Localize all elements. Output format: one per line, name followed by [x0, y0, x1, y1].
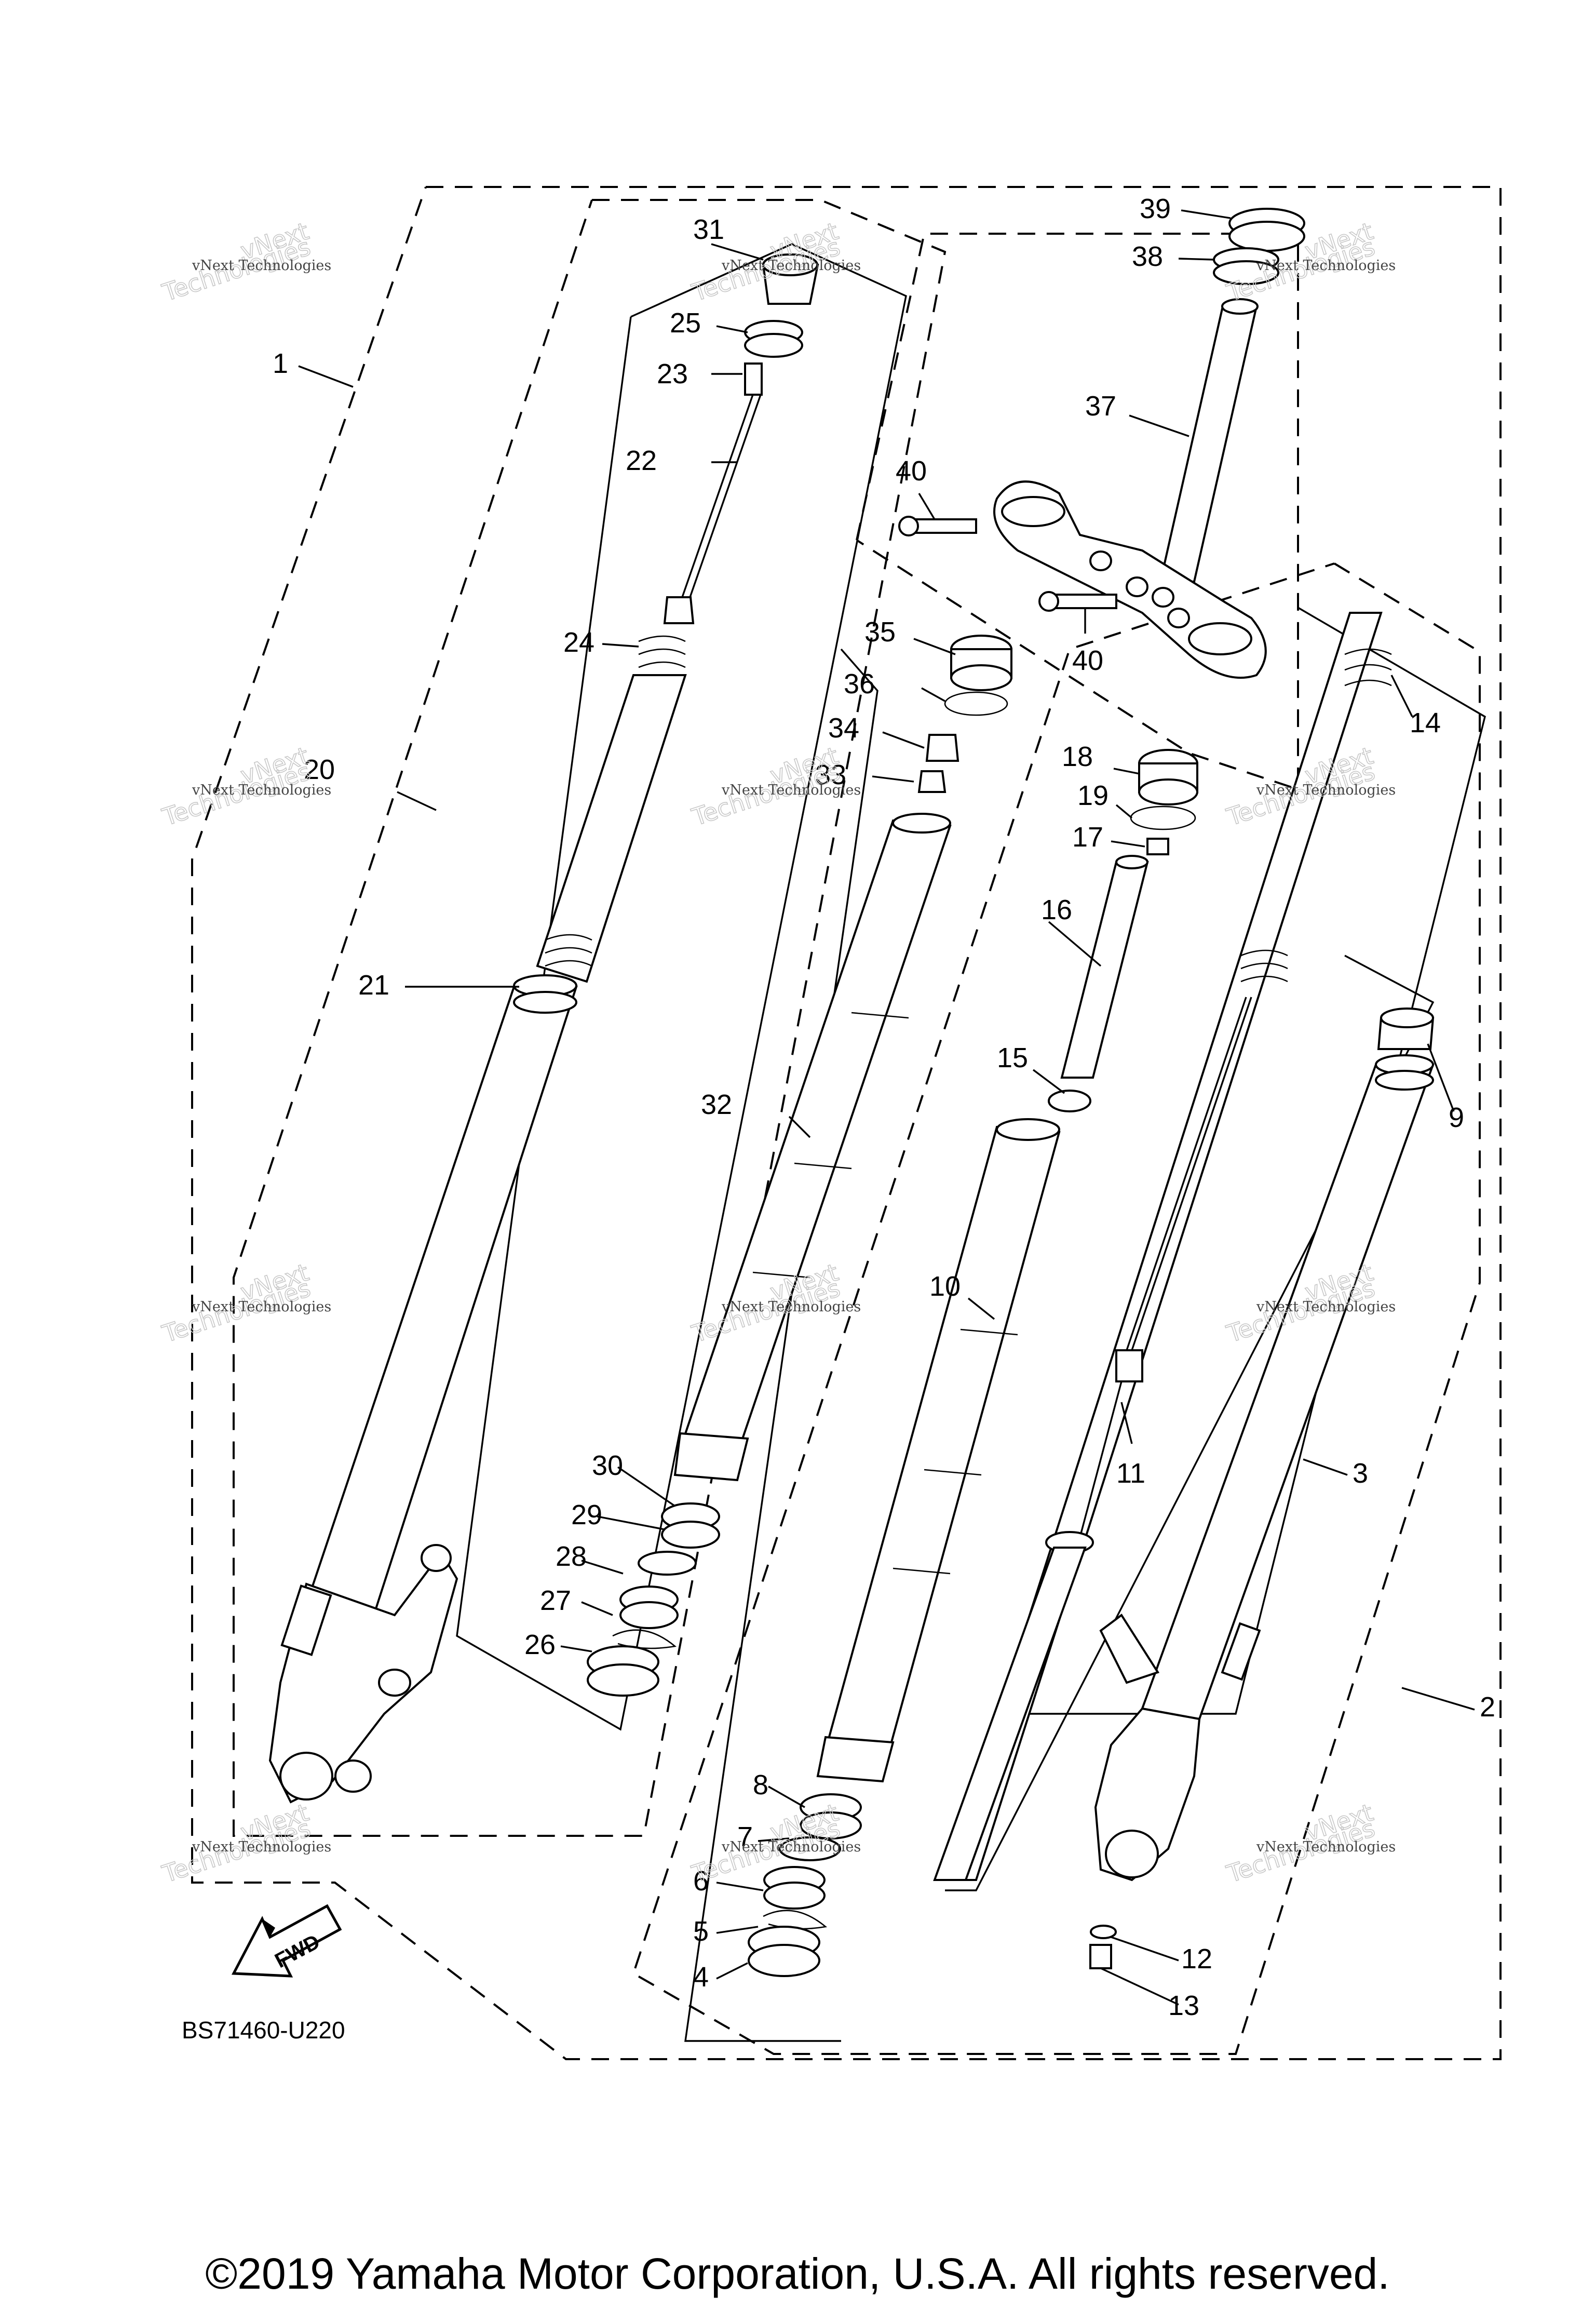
callout-21: 21: [358, 970, 389, 1001]
callout-30: 30: [592, 1450, 623, 1481]
callout-8: 8: [753, 1769, 768, 1801]
watermark-4: vNext Technologies vNext Technologies: [158, 741, 331, 832]
callout-15: 15: [997, 1042, 1028, 1073]
callout-12: 12: [1181, 1943, 1212, 1974]
callout-2: 2: [1480, 1691, 1495, 1723]
right-damper-rod: [933, 612, 1392, 1881]
callout-18: 18: [1062, 741, 1093, 772]
leader-lines: [298, 209, 1475, 2006]
fwd-arrow-icon: FWD: [231, 1904, 342, 1978]
callout-25: 25: [670, 307, 701, 339]
callout-31: 31: [693, 214, 724, 245]
svg-text:vNext Technologies: vNext Technologies: [192, 258, 331, 274]
left-inner-tube: [673, 813, 952, 1482]
callout-36: 36: [844, 668, 875, 700]
callout-28: 28: [556, 1541, 587, 1572]
steering-stem: [1159, 208, 1305, 583]
callout-5: 5: [693, 1916, 709, 1947]
callout-24: 24: [563, 627, 594, 658]
svg-text:vNext Technologies: vNext Technologies: [1256, 258, 1396, 274]
callout-27: 27: [540, 1585, 571, 1616]
left-fork-cap: [744, 253, 819, 358]
svg-text:vNext Technologies: vNext Technologies: [721, 258, 861, 274]
right-cap-and-cartridge: [1048, 749, 1198, 1112]
svg-text:vNext Technologies: vNext Technologies: [721, 782, 861, 798]
callout-40a: 40: [896, 455, 927, 487]
callout-3: 3: [1353, 1458, 1368, 1489]
assembly-boundaries: [191, 186, 1502, 2060]
callout-9: 9: [1449, 1102, 1464, 1133]
callout-33: 33: [815, 759, 846, 790]
svg-text:vNext Technologies: vNext Technologies: [1256, 782, 1396, 798]
svg-text:vNext Technologies: vNext Technologies: [1256, 1839, 1396, 1855]
callout-40b: 40: [1072, 645, 1103, 676]
svg-text:vNext Technologies: vNext Technologies: [721, 1839, 861, 1855]
triple-clamp: [898, 480, 1267, 679]
copyright-notice: ©2019 Yamaha Motor Corporation, U.S.A. A…: [205, 2249, 1390, 2298]
watermark-1: vNext Technologies vNext Technologies: [158, 217, 331, 307]
diagram-code: BS71460-U220: [182, 2017, 345, 2044]
right-outer-tube-3: [1089, 1007, 1435, 1969]
left-fork-outer-tube: [268, 974, 578, 1804]
callout-26: 26: [524, 1629, 556, 1660]
callout-38: 38: [1132, 241, 1163, 272]
callout-1: 1: [273, 348, 288, 379]
left-seal-stack: [587, 1502, 720, 1697]
callout-20: 20: [304, 754, 335, 785]
callout-23: 23: [657, 358, 688, 389]
callout-22: 22: [626, 445, 657, 476]
callout-19: 19: [1077, 780, 1109, 811]
right-seal-stack: [748, 1793, 862, 1977]
callout-35: 35: [864, 616, 896, 648]
callout-17: 17: [1072, 822, 1103, 853]
callout-10: 10: [929, 1271, 961, 1302]
callout-16: 16: [1041, 894, 1072, 925]
svg-text:vNext Technologies: vNext Technologies: [192, 782, 331, 798]
watermark-12: vNext Technologies vNext Technologies: [1223, 1798, 1396, 1889]
left-spring-and-rod: [536, 362, 763, 983]
callout-29: 29: [571, 1499, 602, 1530]
svg-text:vNext Technologies: vNext Technologies: [192, 1839, 331, 1855]
callout-14: 14: [1410, 707, 1441, 738]
subassembly-brackets: [456, 243, 1486, 2042]
callout-39: 39: [1140, 193, 1171, 224]
callout-6: 6: [693, 1865, 709, 1897]
right-inner-tube-10: [816, 1118, 1061, 1783]
callout-13: 13: [1168, 1990, 1199, 2021]
callout-4: 4: [693, 1962, 709, 1993]
callout-7: 7: [737, 1821, 753, 1852]
callout-11: 11: [1116, 1458, 1145, 1489]
callout-32: 32: [701, 1089, 732, 1120]
svg-text:vNext Technologies: vNext Technologies: [1256, 1299, 1396, 1315]
callout-34: 34: [828, 713, 859, 744]
svg-text:vNext Technologies: vNext Technologies: [721, 1299, 861, 1315]
callout-37: 37: [1085, 391, 1116, 422]
watermark-10: vNext Technologies vNext Technologies: [158, 1798, 331, 1889]
watermark-5: vNext Technologies vNext Technologies: [688, 741, 861, 832]
svg-text:vNext Technologies: vNext Technologies: [192, 1299, 331, 1315]
callout-numbers: 1 2 3 4 5 6 7 8 9 10 11 12 13 14 15 16 1…: [273, 193, 1495, 2021]
center-caps: [917, 635, 1012, 793]
watermark-7: vNext Technologies vNext Technologies: [158, 1258, 331, 1349]
